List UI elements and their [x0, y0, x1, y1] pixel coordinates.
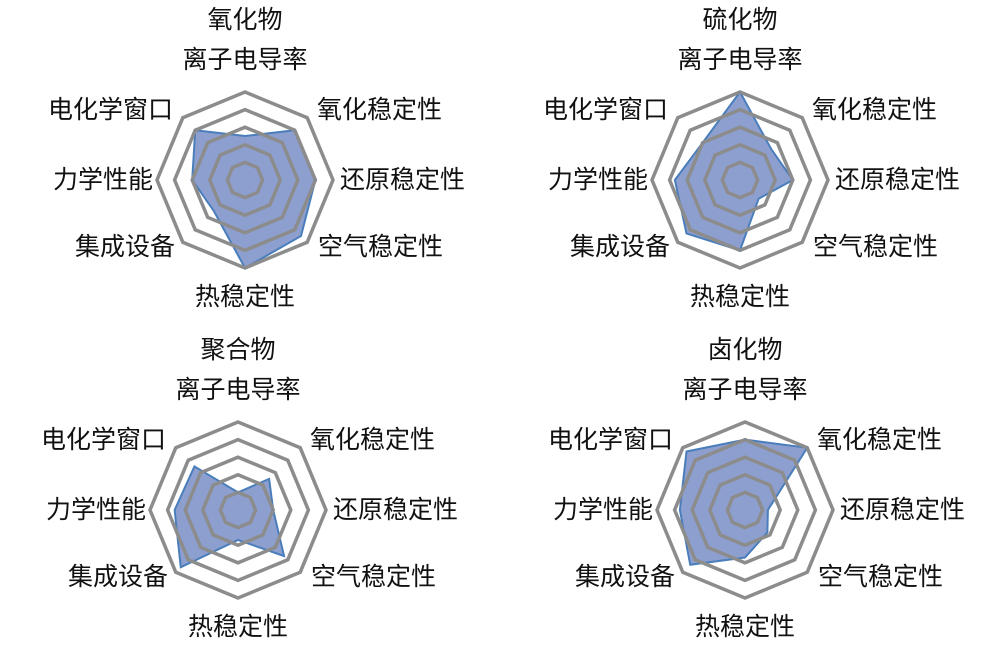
axis-label: 热稳定性	[695, 612, 795, 641]
radar-point	[806, 447, 808, 449]
axis-label: 电化学窗口	[543, 95, 668, 124]
axis-label: 电化学窗口	[41, 425, 166, 454]
radar-point	[685, 233, 687, 235]
radar-point	[180, 566, 182, 568]
radar-grid-ring	[650, 90, 830, 270]
radar-point	[686, 451, 688, 453]
radar-grid-ring	[225, 160, 265, 200]
radar-grid-ring	[218, 490, 258, 530]
radar-grid-ring	[183, 455, 293, 565]
radar-point	[174, 509, 176, 511]
chart-title: 氧化物	[207, 5, 282, 34]
radar-point	[283, 555, 285, 557]
chart-title: 聚合物	[200, 335, 275, 364]
radar-point	[767, 509, 769, 511]
radar-point	[272, 509, 274, 511]
radar-point	[679, 509, 681, 511]
chart-title: 卤化物	[707, 335, 782, 364]
axis-label: 离子电导率	[182, 45, 307, 74]
radar-point	[213, 210, 215, 212]
axis-label: 氧化稳定性	[812, 95, 937, 124]
axis-label: 集成设备	[68, 562, 168, 591]
radar-grid-ring	[655, 420, 835, 600]
radar-point	[244, 267, 246, 269]
axis-label: 离子电导率	[175, 375, 300, 404]
radar-grid-ring	[207, 142, 283, 218]
axis-label: 还原稳定性	[835, 165, 960, 194]
axis-label: 集成设备	[575, 562, 675, 591]
radar-point	[770, 148, 772, 150]
axis-label: 空气稳定性	[813, 232, 938, 261]
axis-label: 电化学窗口	[548, 425, 673, 454]
axis-label: 电化学窗口	[48, 95, 173, 124]
axis-label: 空气稳定性	[311, 562, 436, 591]
radar-point	[702, 142, 704, 144]
radar-grid-ring	[148, 420, 328, 600]
axis-label: 氧化稳定性	[317, 95, 442, 124]
axis-label: 还原稳定性	[333, 495, 458, 524]
axis-label: 空气稳定性	[818, 562, 943, 591]
radar-grid-ring	[172, 107, 318, 253]
radar-point	[758, 198, 760, 200]
radar-grid-ring	[702, 142, 778, 218]
radar-point	[744, 557, 746, 559]
radar-grid-ring	[725, 490, 765, 530]
axis-label: 空气稳定性	[318, 232, 443, 261]
axis-label: 热稳定性	[188, 612, 288, 641]
axis-label: 力学性能	[46, 495, 146, 524]
radar-grid-ring	[672, 437, 818, 583]
radar-point	[674, 179, 676, 181]
axis-label: 还原稳定性	[340, 165, 465, 194]
radar-point	[689, 564, 691, 566]
radar-point	[766, 531, 768, 533]
axis-label: 离子电导率	[677, 45, 802, 74]
axis-label: 力学性能	[553, 495, 653, 524]
radar-point	[294, 129, 296, 131]
axis-label: 还原稳定性	[840, 495, 965, 524]
radar-grid-ring	[690, 455, 800, 565]
radar-point	[739, 91, 741, 93]
radar-point	[744, 439, 746, 441]
radar-point	[739, 249, 741, 251]
axis-label: 力学性能	[548, 165, 648, 194]
axis-label: 力学性能	[53, 165, 153, 194]
axis-label: 热稳定性	[690, 282, 790, 311]
chart-title: 硫化物	[702, 5, 777, 34]
radar-point	[268, 478, 270, 480]
axis-label: 氧化稳定性	[817, 425, 942, 454]
radar-grid-ring	[720, 160, 760, 200]
radar-point	[237, 539, 239, 541]
axis-label: 离子电导率	[682, 375, 807, 404]
axis-label: 集成设备	[75, 232, 175, 261]
radar-point	[194, 129, 196, 131]
radar-grid-ring	[707, 472, 783, 548]
axis-label: 热稳定性	[195, 282, 295, 311]
radar-grid-ring	[190, 125, 300, 235]
radar-point	[191, 179, 193, 181]
radar-point	[193, 465, 195, 467]
radar-grid-ring	[200, 472, 276, 548]
radar-grid-ring	[685, 125, 795, 235]
radar-point	[244, 135, 246, 137]
radar-point	[314, 179, 316, 181]
radar-point	[792, 179, 794, 181]
axis-label: 氧化稳定性	[310, 425, 435, 454]
radar-point	[300, 235, 302, 237]
axis-label: 集成设备	[570, 232, 670, 261]
radar-point	[237, 491, 239, 493]
radar-grid-ring	[165, 437, 311, 583]
